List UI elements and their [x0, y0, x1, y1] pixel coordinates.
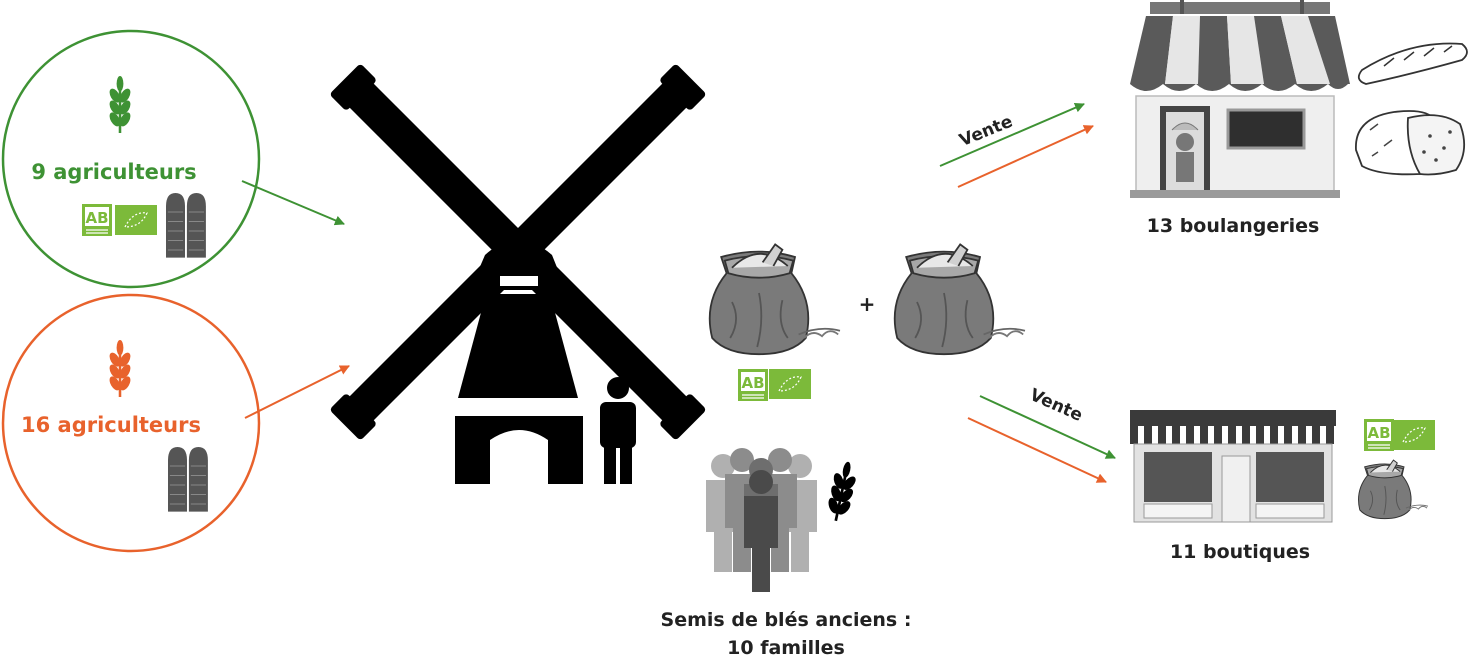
conventional-farmers-group: 16 agriculteurs [1, 293, 261, 553]
miller-person-icon [600, 377, 636, 484]
arrow-sale-orange-bottom [967, 417, 1107, 483]
flour-sack-icon [708, 243, 841, 356]
bakery-storefront-icon [1130, 0, 1350, 198]
ab-logo [1363, 418, 1395, 452]
wheat-icon [821, 457, 863, 525]
eu-organic-logo [1392, 419, 1436, 451]
shops-label: 11 boutiques [1170, 541, 1310, 563]
bread-loaf-icon [1355, 110, 1466, 176]
windmill-icon [330, 64, 706, 484]
organic-farmers-label: 9 agriculteurs [31, 160, 196, 184]
silo-icon [167, 446, 209, 513]
people-group-icon [706, 448, 817, 592]
arrow-sale-orange-top [957, 125, 1094, 188]
conventional-farmers-label: 16 agriculteurs [21, 413, 201, 437]
ab-logo [81, 203, 113, 237]
arrow-sale-green-bottom [979, 395, 1116, 459]
baguette-icon [1357, 42, 1468, 85]
shop-storefront-icon [1130, 410, 1336, 523]
flour-sack-icon [1358, 459, 1429, 520]
ab-logo [737, 368, 769, 402]
conventional-farmers-circle [1, 293, 261, 553]
arrow-conventional-to-mill [244, 365, 350, 419]
sale-label-bottom: Vente [1027, 385, 1086, 426]
families-label-line2: 10 familles [727, 637, 845, 659]
arrow-organic-to-mill [241, 180, 345, 226]
organic-farmers-group: 9 agriculteurs [1, 29, 261, 289]
eu-organic-logo [114, 204, 158, 236]
bakeries-label: 13 boulangeries [1147, 215, 1320, 237]
families-label-line1: Semis de blés anciens : [661, 609, 912, 631]
organic-farmers-circle [1, 29, 261, 289]
plus-sign: + [859, 292, 876, 316]
arrow-sale-green-top [939, 102, 1085, 167]
silo-icon [165, 192, 207, 259]
wheat-icon [106, 338, 134, 399]
wheat-icon [106, 74, 134, 135]
eu-organic-logo [768, 368, 812, 400]
flour-sack-icon [893, 243, 1026, 356]
